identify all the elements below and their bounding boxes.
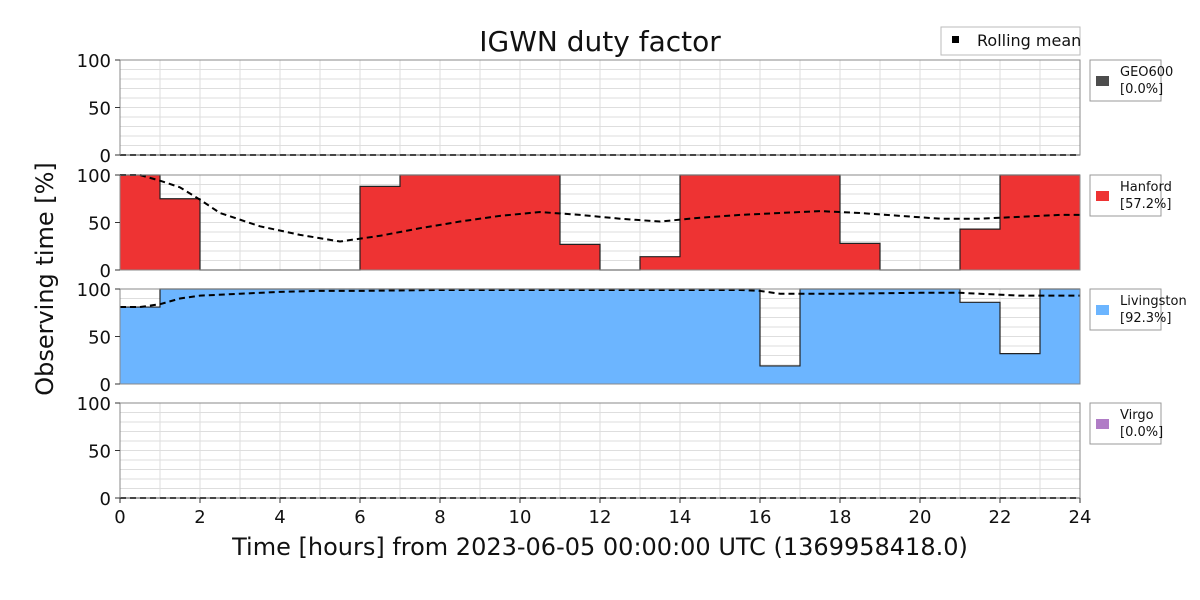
x-axis-label: Time [hours] from 2023-06-05 00:00:00 UT… <box>231 533 968 561</box>
legend-virgo: Virgo [0.0%] <box>1089 402 1163 445</box>
legend-name-hanford: Hanford <box>1120 180 1172 195</box>
x-tick-label: 24 <box>1069 507 1092 528</box>
legend-percent-livingston: [92.3%] <box>1120 311 1171 326</box>
bar-livingston <box>360 289 400 384</box>
bar-hanford <box>760 175 800 270</box>
bar-livingston <box>920 289 960 384</box>
y-tick-label: 50 <box>88 328 111 349</box>
legend-geo600: GEO600 [0.0%] <box>1089 59 1173 102</box>
bar-livingston <box>200 289 240 384</box>
legend-name-virgo: Virgo <box>1120 408 1154 423</box>
x-tick-label: 16 <box>749 507 772 528</box>
bar-hanford <box>160 198 200 270</box>
x-tick-label: 2 <box>194 507 205 528</box>
bar-hanford <box>720 175 760 270</box>
y-tick-label: 100 <box>77 51 111 72</box>
bar-livingston <box>800 289 840 384</box>
bar-livingston <box>680 289 720 384</box>
y-tick-label: 100 <box>77 166 111 187</box>
rolling-mean-legend: Rolling mean <box>940 26 1081 56</box>
legend-name-livingston: Livingston <box>1120 294 1187 309</box>
x-tick-label: 22 <box>989 507 1012 528</box>
bar-livingston <box>440 289 480 384</box>
bar-livingston <box>120 307 160 384</box>
rolling-mean-legend-label: Rolling mean <box>977 31 1081 50</box>
bar-livingston <box>600 289 640 384</box>
y-tick-label: 50 <box>88 99 111 120</box>
y-tick-label: 0 <box>100 375 111 396</box>
x-tick-label: 20 <box>909 507 932 528</box>
x-tick-label: 0 <box>114 507 125 528</box>
legend-livingston: Livingston [92.3%] <box>1089 288 1187 331</box>
y-tick-label: 50 <box>88 442 111 463</box>
bar-livingston <box>160 289 200 384</box>
x-tick-label: 4 <box>274 507 285 528</box>
y-tick-label: 0 <box>100 489 111 510</box>
bar-hanford <box>400 175 440 270</box>
bar-livingston <box>1040 289 1080 384</box>
y-tick-label: 0 <box>100 261 111 282</box>
bar-livingston <box>240 289 280 384</box>
y-tick-label: 100 <box>77 394 111 415</box>
legend-percent-geo600: [0.0%] <box>1120 82 1163 97</box>
x-tick-label: 18 <box>829 507 852 528</box>
chart-title: IGWN duty factor <box>479 25 721 58</box>
bar-hanford <box>640 256 680 270</box>
bar-hanford <box>1040 175 1080 270</box>
bar-hanford <box>960 229 1000 270</box>
rolling-mean-legend-marker <box>952 36 959 43</box>
y-tick-label: 50 <box>88 214 111 235</box>
x-tick-label: 14 <box>669 507 692 528</box>
x-tick-label: 10 <box>509 507 532 528</box>
x-tick-label: 12 <box>589 507 612 528</box>
y-axis-label: Observing time [%] <box>31 162 59 396</box>
bar-hanford <box>480 175 520 270</box>
bar-livingston <box>280 289 320 384</box>
rolling-mean-line-livingston <box>120 288 1080 309</box>
bar-livingston <box>1000 353 1040 384</box>
bar-livingston <box>880 289 920 384</box>
legend-swatch-hanford <box>1096 191 1109 201</box>
x-tick-label: 6 <box>354 507 365 528</box>
bar-hanford <box>560 244 600 270</box>
legend-name-geo600: GEO600 <box>1120 65 1173 80</box>
y-tick-label: 100 <box>77 280 111 301</box>
legend-percent-virgo: [0.0%] <box>1120 425 1163 440</box>
bar-hanford <box>680 175 720 270</box>
bar-hanford <box>120 175 160 270</box>
rolling-mean-line-hanford <box>120 174 1080 243</box>
bar-hanford <box>360 186 400 270</box>
x-tick-label: 8 <box>434 507 445 528</box>
bar-hanford <box>800 175 840 270</box>
bar-livingston <box>640 289 680 384</box>
bar-livingston <box>400 289 440 384</box>
bar-livingston <box>560 289 600 384</box>
bar-hanford <box>1000 175 1040 270</box>
bar-livingston <box>960 302 1000 384</box>
panels: 050100GEO600[0.0%]050100Hanford[57.2%]05… <box>77 51 1187 510</box>
bar-hanford <box>520 175 560 270</box>
legend-swatch-geo600 <box>1096 76 1109 86</box>
legend-swatch-virgo <box>1096 419 1109 429</box>
bar-livingston <box>480 289 520 384</box>
rolling-mean-legend-box <box>940 26 1081 56</box>
y-tick-label: 0 <box>100 146 111 167</box>
bar-livingston <box>760 365 800 384</box>
bar-livingston <box>840 289 880 384</box>
legend-percent-hanford: [57.2%] <box>1120 197 1171 212</box>
legend-swatch-livingston <box>1096 305 1109 315</box>
legend-hanford: Hanford [57.2%] <box>1089 174 1172 217</box>
bar-hanford <box>840 243 880 270</box>
bar-livingston <box>520 289 560 384</box>
bar-livingston <box>320 289 360 384</box>
bar-livingston <box>720 289 760 384</box>
